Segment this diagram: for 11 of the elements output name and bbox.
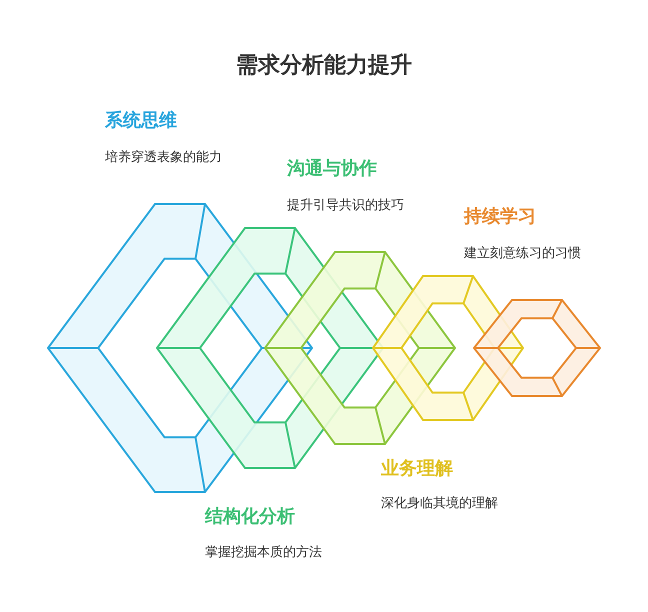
description-text: 建立刻意练习的习惯 [464, 245, 581, 262]
description-text: 掌握挖掘本质的方法 [205, 544, 322, 561]
description-text: 深化身临其境的理解 [381, 495, 498, 512]
section-heading: 结构化分析 [205, 505, 295, 528]
section-heading: 沟通与协作 [287, 157, 377, 180]
diagram-title: 需求分析能力提升 [235, 52, 413, 80]
section-heading: 持续学习 [464, 205, 536, 228]
description-text: 提升引导共识的技巧 [287, 197, 404, 214]
section-heading: 业务理解 [381, 457, 453, 480]
description-text: 培养穿透表象的能力 [105, 149, 222, 166]
section-heading: 系统思维 [105, 109, 177, 132]
